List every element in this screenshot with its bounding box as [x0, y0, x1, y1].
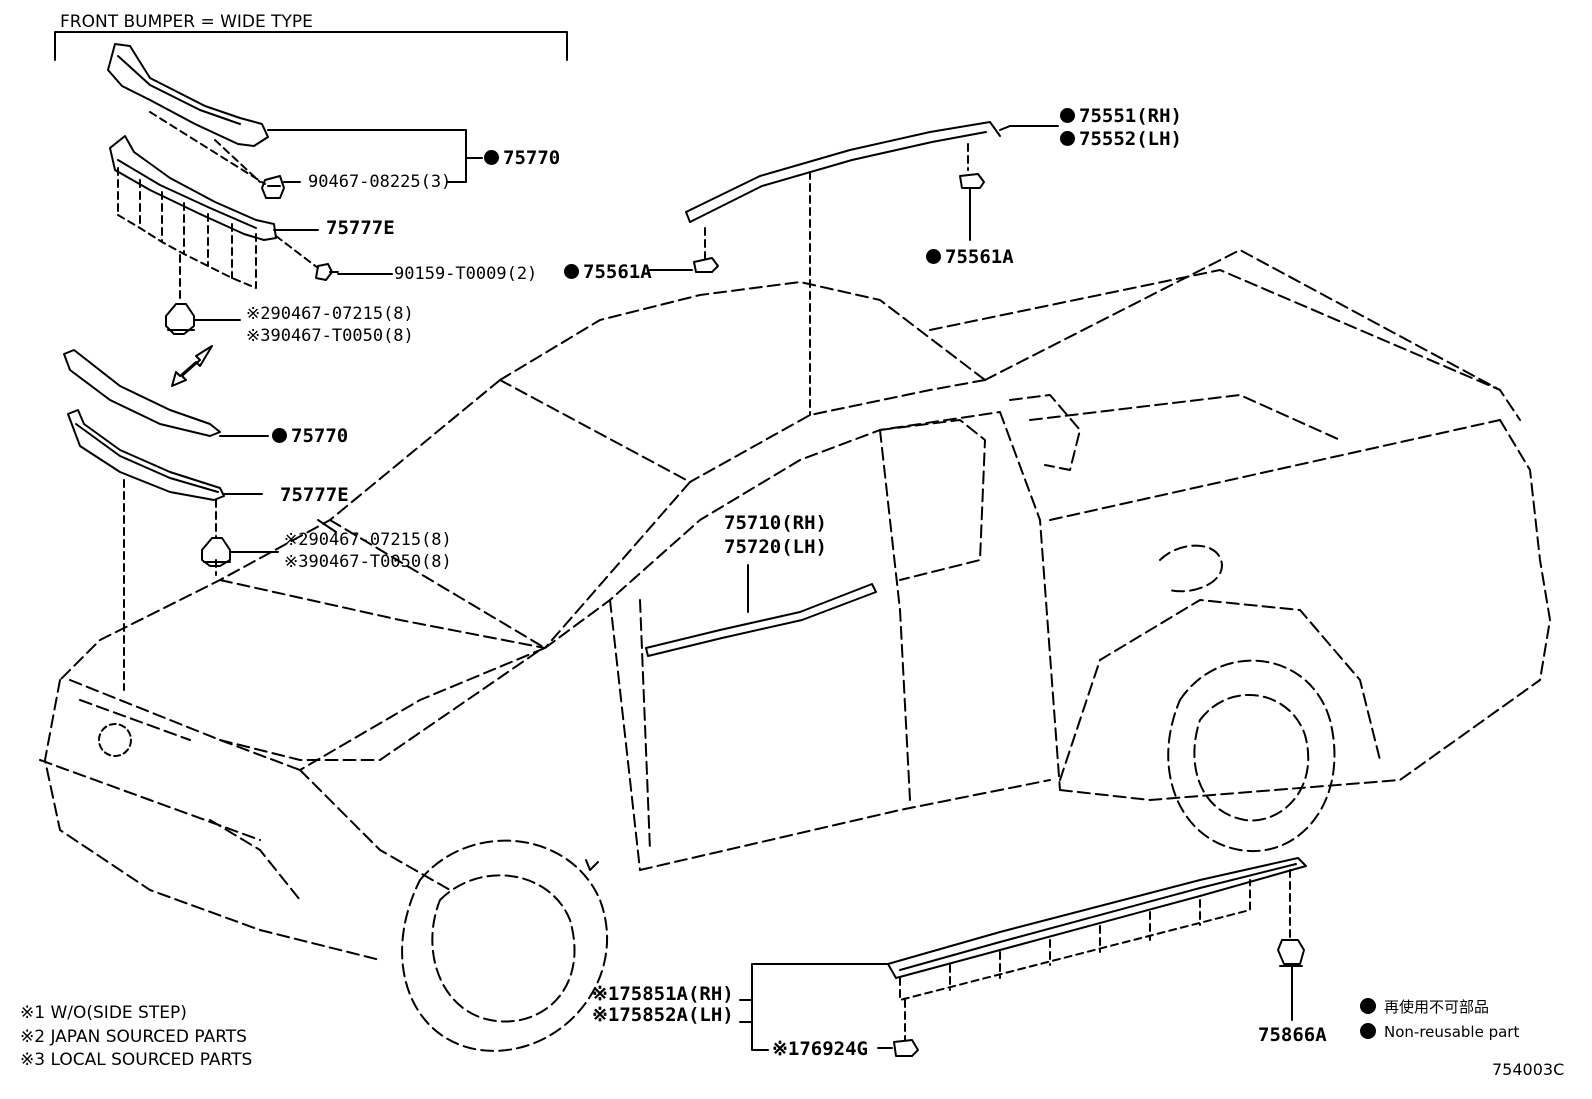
- direction-arrow: [171, 345, 213, 387]
- clip-75866A-illustration: [1277, 939, 1305, 967]
- front-molding-lower-illustration: [63, 349, 221, 437]
- dashed-leader: [117, 167, 319, 301]
- dashed-leader: [704, 143, 969, 416]
- window-belt-molding-illustration: [645, 583, 877, 657]
- clip-75561A-left-illustration: [693, 257, 719, 273]
- legend-dot: [1360, 998, 1376, 1014]
- clip-76924G-illustration: [893, 1039, 919, 1057]
- part-label-75720-LH[interactable]: 75720(LH): [724, 536, 827, 558]
- part-label-75770-upper[interactable]: 75770: [484, 149, 560, 168]
- non-reusable-dot: [484, 150, 499, 165]
- part-label-75552-LH[interactable]: 75552(LH): [1060, 130, 1182, 149]
- clip-90467-08225-illustration: [261, 175, 285, 199]
- part-label-90467-08225[interactable]: 90467-08225(3): [308, 172, 452, 192]
- leader-line: [999, 125, 1059, 131]
- part-label-75551-RH[interactable]: 75551(RH): [1060, 107, 1182, 126]
- dashed-leader: [123, 479, 217, 691]
- part-label-75710-RH[interactable]: 75710(RH): [724, 512, 827, 534]
- vehicle-outline: [39, 249, 1551, 1052]
- part-label-90467-T0050-lower[interactable]: ※390467-T0050(8): [284, 552, 452, 572]
- non-reusable-dot: [272, 428, 287, 443]
- footnote-2: ※2 JAPAN SOURCED PARTS: [20, 1027, 247, 1047]
- clip-75561A-right-illustration: [959, 173, 985, 189]
- front-emblem: [98, 723, 132, 757]
- part-label-90159-T0009[interactable]: 90159-T0009(2): [394, 264, 538, 284]
- footnote-3: ※3 LOCAL SOURCED PARTS: [20, 1050, 253, 1070]
- screw-90159-T0009-illustration: [315, 263, 339, 281]
- part-label-75866A[interactable]: 75866A: [1258, 1024, 1327, 1046]
- footnote-1: ※1 W/O(SIDE STEP): [20, 1003, 187, 1023]
- dashed-leader: [149, 111, 266, 185]
- part-label-75777E-lower[interactable]: 75777E: [280, 484, 349, 506]
- part-label-75852A-LH[interactable]: ※175852A(LH): [592, 1004, 734, 1026]
- legend-japanese: 再使用不可部品: [1360, 998, 1489, 1015]
- non-reusable-dot: [926, 249, 941, 264]
- diagram-code: 754003C: [1492, 1060, 1565, 1079]
- front-bracket-lower-illustration: [67, 409, 225, 501]
- group-bracket: [54, 31, 568, 61]
- legend-english: Non-reusable part: [1360, 1023, 1519, 1040]
- part-label-76924G[interactable]: ※176924G: [772, 1038, 868, 1060]
- group-title: FRONT BUMPER = WIDE TYPE: [60, 12, 313, 32]
- part-label-75561A-left[interactable]: 75561A: [564, 263, 652, 282]
- push-clip-upper-illustration: [165, 303, 195, 335]
- push-clip-lower-illustration: [201, 537, 231, 567]
- leader-line: [739, 963, 889, 1051]
- part-label-75851A-RH[interactable]: ※175851A(RH): [592, 983, 734, 1005]
- legend-dot: [1360, 1023, 1376, 1039]
- part-label-75770-lower[interactable]: 75770: [272, 427, 348, 446]
- part-label-90467-T0050-upper[interactable]: ※390467-T0050(8): [246, 326, 414, 346]
- part-label-75777E-upper[interactable]: 75777E: [326, 217, 395, 239]
- front-molding-upper-illustration: [107, 43, 269, 147]
- non-reusable-dot: [564, 264, 579, 279]
- roof-drip-molding-illustration: [685, 121, 1001, 223]
- part-label-90467-07215-upper[interactable]: ※290467-07215(8): [246, 304, 414, 324]
- leader-line: [267, 129, 483, 183]
- part-label-90467-07215-lower[interactable]: ※290467-07215(8): [284, 530, 452, 550]
- leader-line: [317, 519, 337, 533]
- dashed-leader: [899, 869, 1291, 1041]
- rocker-panel-molding-illustration: [887, 857, 1307, 979]
- part-label-75561A-right[interactable]: 75561A: [926, 248, 1014, 267]
- fender-mark: [585, 859, 599, 871]
- non-reusable-dot: [1060, 108, 1075, 123]
- non-reusable-dot: [1060, 131, 1075, 146]
